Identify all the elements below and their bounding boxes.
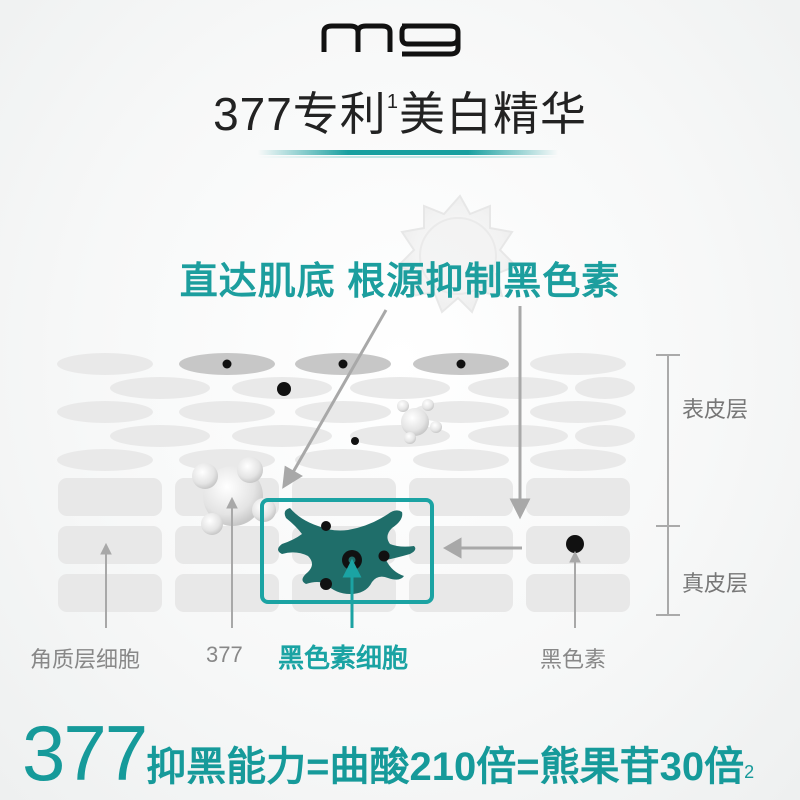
claim-number: 377	[22, 709, 148, 797]
diagram-arrows	[100, 306, 581, 628]
melanin-dots	[222, 359, 584, 553]
dermis-cells	[58, 478, 630, 612]
melanocyte-highlight-box	[260, 498, 434, 604]
efficacy-claim: 377抑黑能力=曲酸210倍=熊果苷30倍2	[22, 708, 754, 799]
epidermis-cells	[57, 353, 635, 471]
claim-text: 抑黑能力=曲酸210倍=熊果苷30倍	[146, 745, 745, 789]
377-molecule-icon	[192, 457, 276, 535]
melanocyte-label: 黑色素细胞	[278, 643, 409, 673]
page-title: 377专利1美白精华	[213, 88, 587, 140]
title-footnote: 1	[386, 90, 399, 113]
layer-bracket	[656, 354, 680, 616]
headline: 直达肌底 根源抑制黑色素	[179, 261, 621, 303]
ingredient-label: 377	[206, 642, 243, 667]
sun-icon	[396, 194, 518, 314]
brand-logo	[321, 23, 461, 57]
small-377-molecule-icon	[397, 399, 442, 444]
dermis-label: 真皮层	[682, 571, 749, 596]
keratinocyte-label: 角质层细胞	[30, 647, 141, 672]
title-underline	[258, 150, 558, 155]
epidermis-label: 表皮层	[682, 397, 749, 422]
title-underline-shadow	[258, 156, 558, 158]
melanin-label: 黑色素	[540, 647, 607, 672]
claim-footnote: 2	[744, 762, 755, 782]
